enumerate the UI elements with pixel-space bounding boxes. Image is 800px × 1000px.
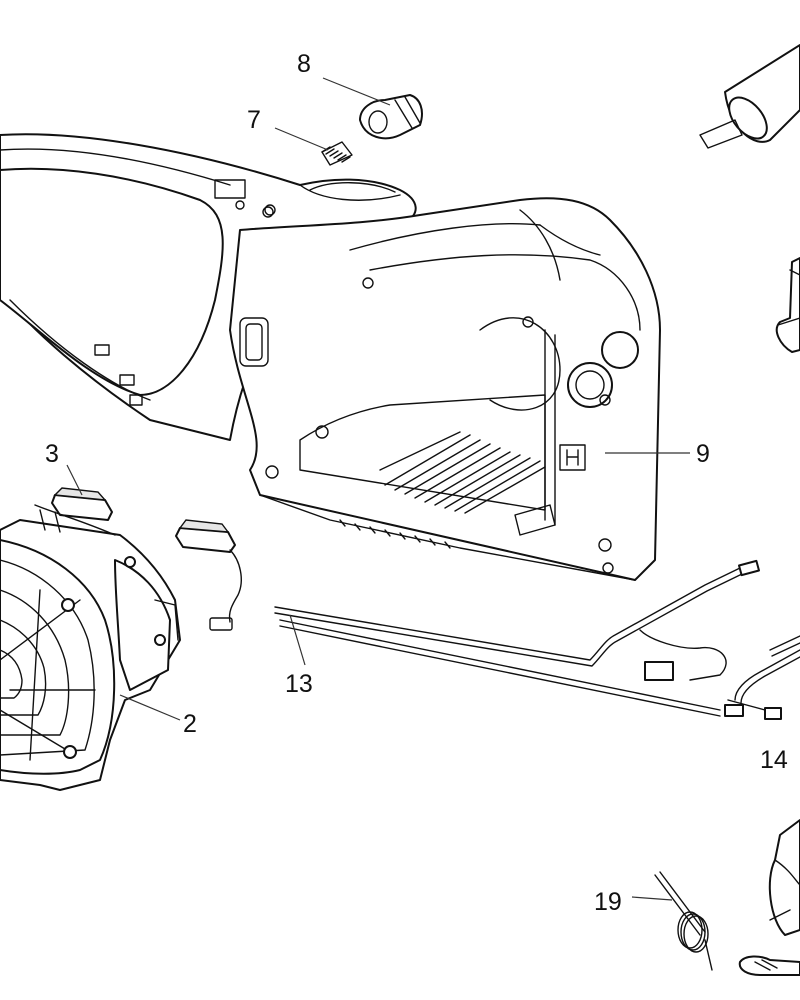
housing-part-9 [0,133,661,581]
label-part-9: 9 [696,440,710,468]
brush-part-3 [51,487,242,631]
label-part-14: 14 [760,746,788,774]
trigger-fragment [738,819,800,976]
cable-part-14 [734,635,800,704]
label-part-13: 13 [285,670,313,698]
callout-labels: 8 7 3 9 2 13 14 19 [45,50,788,916]
tube-fragment [699,44,800,149]
motor-part-2 [0,504,181,791]
label-part-2: 2 [183,710,197,738]
spring-part-7 [321,141,353,166]
torsion-spring-part-19 [654,871,713,971]
label-part-19: 19 [594,888,622,916]
label-part-8: 8 [297,50,311,78]
wire-harness-part-13 [274,559,782,720]
leader-lines [66,77,690,901]
label-part-3: 3 [45,440,59,468]
label-part-7: 7 [247,106,261,134]
bracket-fragment [775,257,800,353]
cap-part-8 [359,94,423,140]
